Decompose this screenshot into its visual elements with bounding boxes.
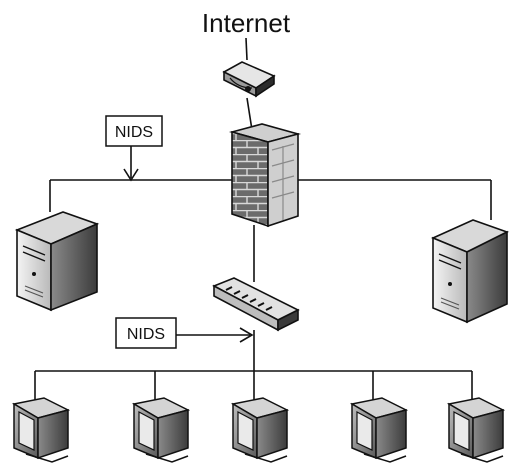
- workstation-icon: [349, 397, 409, 463]
- nids-bottom-arrowhead: [239, 327, 254, 343]
- nids-top: NIDS: [105, 115, 163, 147]
- switch-icon: [212, 277, 300, 332]
- firewall-icon: [228, 123, 302, 228]
- workstation-icon: [11, 397, 71, 463]
- router-icon: [222, 61, 276, 98]
- workstations: [11, 397, 506, 463]
- nids-bottom-label: NIDS: [127, 326, 165, 343]
- nids-bottom: NIDS: [115, 317, 177, 349]
- workstation-icon: [446, 397, 506, 463]
- server-icon: [430, 219, 509, 324]
- nids-top-label: NIDS: [115, 124, 153, 141]
- link-router-firewall: [246, 97, 253, 131]
- link-internet-router: [245, 37, 248, 61]
- nids-top-arrowhead: [123, 168, 139, 182]
- workstation-icon: [230, 397, 290, 463]
- workstation-icon: [131, 397, 191, 463]
- internet-label: Internet: [202, 8, 291, 38]
- connections: [34, 97, 492, 400]
- server-icon: [14, 211, 100, 312]
